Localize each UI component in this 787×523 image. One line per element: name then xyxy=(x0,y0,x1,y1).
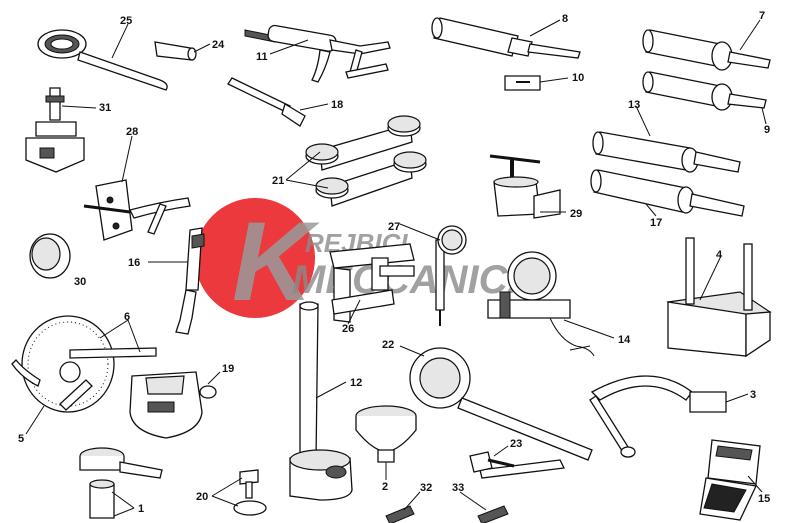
callout-12: 12 xyxy=(350,377,362,389)
leader-1 xyxy=(111,491,135,517)
part-2-cup-socket xyxy=(355,405,417,463)
part-7-stepped-drift xyxy=(642,29,771,71)
callout-27: 27 xyxy=(388,221,400,233)
part-13-long-drift xyxy=(592,131,741,173)
part-10-u-bracket xyxy=(504,75,541,91)
leader-5 xyxy=(25,405,45,435)
leader-9 xyxy=(761,107,767,125)
part-12-long-lever xyxy=(289,301,353,501)
leader-26 xyxy=(347,299,361,325)
part-16-locking-bar xyxy=(175,227,205,335)
callout-2: 2 xyxy=(382,481,388,493)
leader-33 xyxy=(459,491,487,511)
leader-25 xyxy=(111,23,129,59)
part-8-cylindrical-drift xyxy=(431,17,581,59)
part-14-gauge-fixture xyxy=(487,251,595,357)
callout-20: 20 xyxy=(196,491,208,503)
leader-19 xyxy=(207,371,221,385)
part-18-probe-rod xyxy=(227,77,306,127)
callout-31: 31 xyxy=(99,102,111,114)
part-1-socket-set xyxy=(79,447,163,519)
callout-1: 1 xyxy=(138,503,144,515)
leader-lines xyxy=(25,19,767,517)
leader-8 xyxy=(529,19,561,37)
leader-32 xyxy=(403,491,421,511)
callout-6: 6 xyxy=(124,311,130,323)
callout-33: 33 xyxy=(452,482,464,494)
part-32-threaded-bolt xyxy=(385,505,415,523)
callout-16: 16 xyxy=(128,257,140,269)
callout-10: 10 xyxy=(572,72,584,84)
leader-20 xyxy=(211,477,243,507)
callout-24: 24 xyxy=(212,39,225,51)
leader-28 xyxy=(121,135,133,183)
leader-27 xyxy=(399,223,441,241)
callout-18: 18 xyxy=(331,99,343,111)
leader-3 xyxy=(725,393,749,403)
part-22-ring-wrench xyxy=(409,347,593,479)
callout-21: 21 xyxy=(272,175,284,187)
callout-8: 8 xyxy=(562,13,568,25)
callout-15: 15 xyxy=(758,493,770,505)
part-6-timing-disc xyxy=(11,315,157,413)
callout-32: 32 xyxy=(420,482,432,494)
leader-17 xyxy=(645,203,657,217)
leader-12 xyxy=(315,381,347,399)
callout-25: 25 xyxy=(120,15,132,27)
callout-9: 9 xyxy=(764,124,770,136)
leader-11 xyxy=(269,39,309,55)
part-29-t-handle-puller xyxy=(489,154,561,219)
leader-21 xyxy=(285,151,329,189)
part-24-pin xyxy=(154,41,197,61)
leader-23 xyxy=(493,445,509,457)
part-17-long-drift xyxy=(590,169,745,217)
callout-17: 17 xyxy=(650,217,662,229)
part-25-bearing-wrench xyxy=(37,29,168,91)
part-20-screw-nuts xyxy=(233,469,267,516)
callout-14: 14 xyxy=(618,334,631,346)
part-23-small-bolt xyxy=(469,451,515,473)
leader-10 xyxy=(539,77,569,83)
part-15-handheld-tester xyxy=(699,439,761,521)
leader-15 xyxy=(747,475,763,493)
callout-4: 4 xyxy=(716,249,723,261)
leader-31 xyxy=(61,105,97,109)
part-3-bent-bar xyxy=(589,375,727,458)
part-28-timing-plate xyxy=(83,179,191,241)
watermark-red-disk xyxy=(195,198,315,318)
callout-7: 7 xyxy=(759,10,765,22)
part-11-long-puller xyxy=(244,24,391,83)
leader-4 xyxy=(699,257,721,301)
callout-19: 19 xyxy=(222,363,234,375)
part-26-support-bracket xyxy=(329,243,415,323)
part-9-stepped-drift xyxy=(642,71,767,111)
callout-3: 3 xyxy=(750,389,756,401)
callout-23: 23 xyxy=(510,438,522,450)
part-4-fixture-stand xyxy=(666,237,772,358)
part-27-dial-gauge xyxy=(435,225,467,326)
leader-24 xyxy=(193,43,211,53)
part-19-gauge-housing xyxy=(129,371,217,439)
leader-6 xyxy=(99,319,141,353)
callout-5: 5 xyxy=(18,433,24,445)
callout-13: 13 xyxy=(628,99,640,111)
leader-14 xyxy=(563,319,615,339)
part-21-twin-disc-linkage xyxy=(305,115,427,207)
part-30-seal-ring xyxy=(29,233,71,279)
leader-7 xyxy=(739,19,761,51)
callout-26: 26 xyxy=(342,323,354,335)
part-33-threaded-bolt xyxy=(477,505,509,523)
callout-28: 28 xyxy=(126,126,138,138)
leader-22 xyxy=(399,345,425,357)
leader-18 xyxy=(299,103,329,111)
callout-11: 11 xyxy=(256,51,268,63)
callout-22: 22 xyxy=(382,339,394,351)
callout-labels: 25 24 11 8 10 7 9 18 31 28 21 13 17 29 1… xyxy=(18,10,770,515)
callout-29: 29 xyxy=(570,208,582,220)
part-31-puller-body xyxy=(25,87,85,173)
callout-30: 30 xyxy=(74,276,86,288)
leader-13 xyxy=(635,105,651,137)
